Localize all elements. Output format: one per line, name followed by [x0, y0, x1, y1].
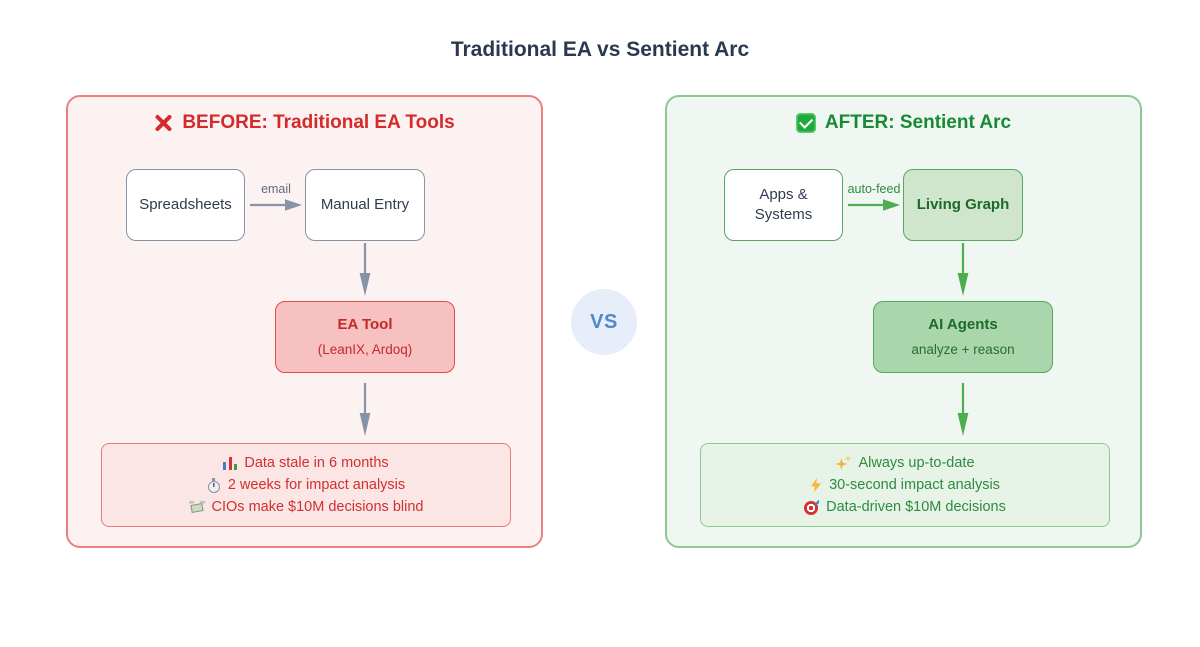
- outcome-text: CIOs make $10M decisions blind: [211, 499, 424, 515]
- node-ea-tool-title: EA Tool: [337, 315, 393, 333]
- arrow-right-icon: [848, 199, 900, 211]
- stopwatch-icon: [207, 477, 221, 493]
- outcome-text: Always up-to-date: [858, 455, 975, 471]
- node-apps-systems-label: Apps & Systems: [754, 185, 813, 223]
- outcome-item: 30-second impact analysis: [701, 474, 1109, 496]
- node-living-graph-label: Living Graph: [916, 195, 1010, 213]
- node-ea-tool-subtitle: (LeanIX, Ardoq): [317, 342, 413, 358]
- outcome-item: 2 weeks for impact analysis: [102, 474, 510, 496]
- node-spreadsheets-label: Spreadsheets: [139, 195, 232, 213]
- node-manual-entry-label: Manual Entry: [320, 195, 410, 213]
- outcome-item: Data-driven $10M decisions: [701, 496, 1109, 518]
- arrow-down-icon: [359, 243, 371, 296]
- outcome-text: Data stale in 6 months: [244, 455, 389, 471]
- node-spreadsheets: Spreadsheets: [126, 169, 245, 241]
- node-ai-agents-subtitle: analyze + reason: [911, 342, 1015, 358]
- money-with-wings-icon: [189, 501, 205, 514]
- node-ai-agents: AI Agents analyze + reason: [873, 301, 1053, 373]
- before-panel: BEFORE: Traditional EA Tools Spreadsheet…: [66, 95, 543, 548]
- outcome-text: 2 weeks for impact analysis: [227, 477, 406, 493]
- cross-mark-icon: [154, 114, 173, 133]
- page-title: Traditional EA vs Sentient Arc: [450, 38, 750, 61]
- after-panel-header: AFTER: Sentient Arc: [667, 112, 1140, 134]
- arrow-down-icon: [359, 383, 371, 436]
- edge-auto-feed: auto-feed: [847, 182, 901, 213]
- node-living-graph: Living Graph: [903, 169, 1023, 241]
- lightning-icon: [811, 477, 822, 493]
- node-manual-entry: Manual Entry: [305, 169, 425, 241]
- sparkles-icon: [835, 455, 851, 471]
- edge-auto-feed-label: auto-feed: [847, 182, 901, 196]
- after-outcomes-box: Always up-to-date 30-second impact analy…: [700, 443, 1110, 527]
- node-ea-tool: EA Tool (LeanIX, Ardoq): [275, 301, 455, 373]
- outcome-item: Always up-to-date: [701, 452, 1109, 474]
- outcome-item: CIOs make $10M decisions blind: [102, 496, 510, 518]
- edge-email-label: email: [261, 182, 291, 196]
- before-panel-header: BEFORE: Traditional EA Tools: [68, 112, 541, 134]
- outcome-text: Data-driven $10M decisions: [826, 499, 1006, 515]
- node-apps-systems: Apps & Systems: [724, 169, 843, 241]
- edge-email: email: [249, 182, 303, 213]
- arrow-right-icon: [250, 199, 302, 211]
- outcome-text: 30-second impact analysis: [829, 477, 1000, 493]
- vs-badge: VS: [571, 289, 637, 355]
- after-panel: AFTER: Sentient Arc Apps & Systems auto-…: [665, 95, 1142, 548]
- before-outcomes-box: Data stale in 6 months 2 weeks for impac…: [101, 443, 511, 527]
- arrow-down-icon: [957, 383, 969, 436]
- check-mark-icon: [795, 113, 816, 133]
- before-panel-title: BEFORE: Traditional EA Tools: [182, 112, 455, 133]
- bar-chart-icon: [223, 456, 238, 470]
- after-panel-title: AFTER: Sentient Arc: [824, 112, 1012, 133]
- arrow-down-icon: [957, 243, 969, 296]
- target-icon: [804, 500, 819, 515]
- outcome-item: Data stale in 6 months: [102, 452, 510, 474]
- node-ai-agents-title: AI Agents: [928, 315, 998, 333]
